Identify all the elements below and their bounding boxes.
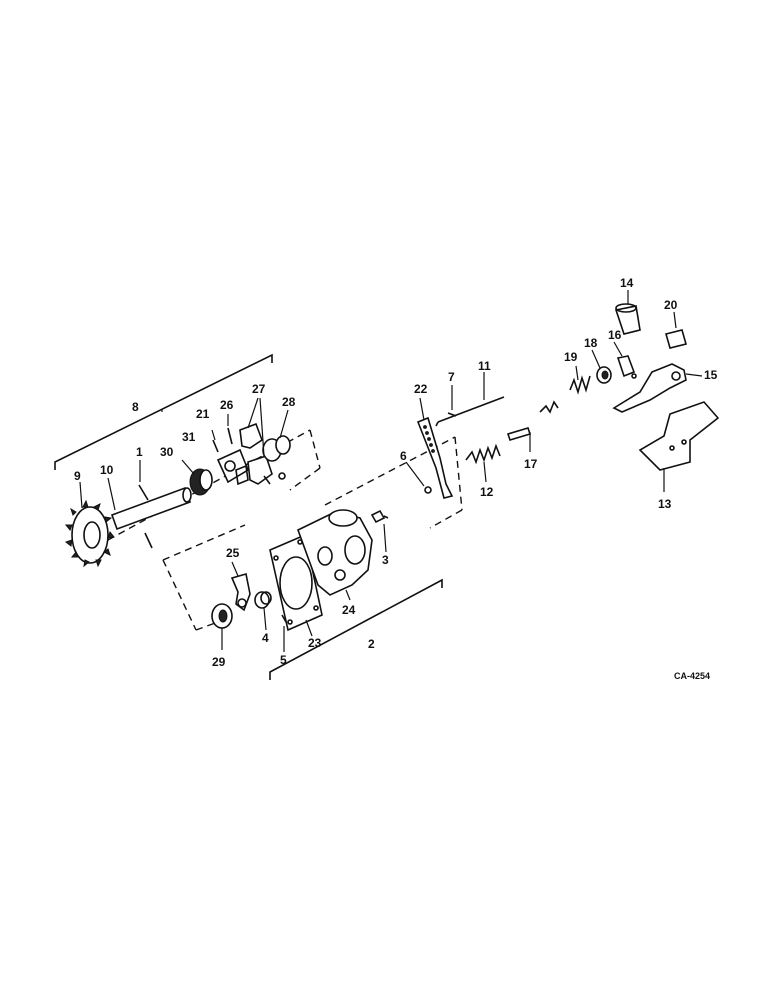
ball-part-6	[424, 486, 432, 494]
drawing-code: CA-4254	[674, 671, 710, 681]
callout-2: 2	[368, 637, 375, 651]
shaft-part-10	[110, 486, 192, 531]
rod-part-17	[506, 400, 559, 441]
callout-13: 13	[658, 497, 672, 511]
pin-part-26	[227, 427, 233, 445]
callout-27: 27	[252, 382, 266, 396]
nut-part-18	[596, 366, 612, 384]
callout-11: 11	[478, 359, 491, 373]
callout-17: 17	[524, 457, 538, 471]
assembly-8-bracket	[54, 353, 273, 470]
callout-8: 8	[132, 400, 139, 414]
pin-lower	[144, 532, 153, 549]
callout-26: 26	[220, 398, 234, 412]
callout-28: 28	[282, 395, 296, 409]
callout-31: 31	[182, 430, 196, 444]
assembly-2-bracket	[269, 578, 443, 680]
spring-part-19	[569, 375, 591, 395]
callout-24: 24	[342, 603, 356, 617]
fitting-part-20	[665, 329, 687, 349]
gear-part-9	[64, 499, 115, 568]
pin-part-1	[138, 484, 149, 501]
callout-14: 14	[620, 276, 634, 290]
rod-part-11	[435, 396, 505, 427]
callout-21: 21	[196, 407, 210, 421]
leader-lines	[79, 290, 703, 652]
callout-12: 12	[480, 485, 494, 499]
pin-part-21	[212, 439, 219, 453]
bushing-part-28	[262, 435, 291, 485]
callout-10: 10	[100, 463, 114, 477]
callout-9: 9	[74, 469, 81, 483]
coupler-part-31	[216, 448, 249, 484]
callout-7: 7	[448, 370, 455, 384]
callout-30: 30	[160, 445, 174, 459]
washer-part-29	[211, 603, 233, 629]
fork-part-27	[235, 422, 273, 486]
callout-labels: 1 2 3 4 5 6 7 8 9 10 11 12 13 14 15 16 1…	[74, 276, 718, 669]
housing-part-24	[297, 509, 373, 596]
callout-5: 5	[280, 653, 287, 667]
knob-part-14	[614, 303, 641, 335]
gear-part-30	[189, 468, 213, 496]
pin-part-5	[281, 614, 287, 623]
callout-19: 19	[564, 350, 578, 364]
callout-23: 23	[308, 636, 322, 650]
spring-part-12	[465, 443, 501, 465]
callout-22: 22	[414, 382, 428, 396]
callout-1: 1	[136, 445, 143, 459]
callout-3: 3	[382, 553, 389, 567]
callout-25: 25	[226, 546, 240, 560]
callout-29: 29	[212, 655, 226, 669]
bushing-part-4	[254, 591, 272, 609]
lever-part-25	[230, 572, 251, 612]
callout-20: 20	[664, 298, 678, 312]
crank-lever-part-15	[612, 363, 687, 413]
callout-6: 6	[400, 449, 407, 463]
callout-16: 16	[608, 328, 622, 342]
lever-part-22	[416, 416, 454, 499]
callout-15: 15	[704, 368, 718, 382]
callout-18: 18	[584, 336, 598, 350]
callout-4: 4	[262, 631, 269, 645]
bushing-part-16	[616, 355, 637, 379]
bracket-plate-part-13	[638, 401, 720, 471]
fitting-part-3	[370, 509, 389, 524]
